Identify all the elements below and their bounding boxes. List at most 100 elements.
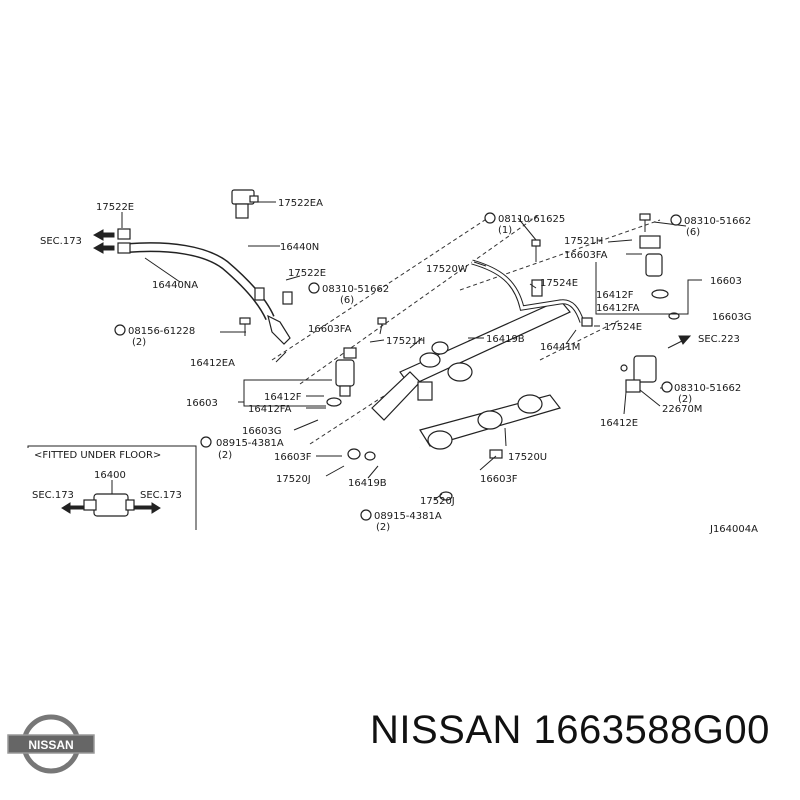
- part-number-label: 08110-61625: [498, 214, 565, 225]
- leader-line: [367, 465, 379, 479]
- part-label: 16412EA: [190, 358, 235, 369]
- part-label: 16441M: [540, 342, 580, 353]
- part-label: 16419B: [486, 334, 525, 345]
- quantity-label: (2): [218, 450, 232, 461]
- leader-line: [479, 455, 497, 471]
- leader-line: [369, 339, 385, 343]
- leader-line: [517, 217, 537, 241]
- part-number-label: 08915-4381A: [374, 511, 442, 522]
- part-number-label: 08310-51662: [674, 383, 741, 394]
- screw-symbol-icon: [670, 214, 682, 226]
- part-label: 17520J: [276, 474, 311, 485]
- arrow-shaft: [101, 232, 115, 238]
- leader-line: [144, 257, 181, 283]
- bolt-symbol-icon: [114, 324, 126, 336]
- part-label: 16419B: [348, 478, 387, 489]
- leader-line: [529, 283, 537, 289]
- part-label: 16412FA: [248, 404, 292, 415]
- dashed-guide: [459, 219, 661, 291]
- part-label: 16603: [186, 398, 218, 409]
- part-label: 16603G: [712, 312, 752, 323]
- dashed-guide: [299, 213, 541, 385]
- fuel-return-pipe: [471, 259, 593, 327]
- bolt-icon: [239, 317, 251, 336]
- dashed-guide: [539, 319, 621, 361]
- part-label: 16603G: [242, 426, 282, 437]
- pressure-regulator-part: [620, 355, 657, 393]
- screw-symbol-icon: [661, 381, 673, 393]
- part-label: 16603FA: [564, 250, 608, 261]
- fuel-hose-assembly: [117, 223, 295, 345]
- part-label: 16440NA: [152, 280, 198, 291]
- part-label: 16603FA: [308, 324, 352, 335]
- quantity-label: (2): [132, 337, 146, 348]
- washer-symbol-icon: [360, 509, 372, 521]
- part-label: 16412FA: [596, 303, 640, 314]
- part-number-label: 08310-51662: [684, 216, 751, 227]
- part-number-label: 08310-51662: [322, 284, 389, 295]
- part-label: 16440N: [280, 242, 319, 253]
- arrow-up-right-icon: [678, 335, 692, 345]
- part-label: 16412F: [264, 392, 302, 403]
- leader-line: [473, 261, 487, 267]
- part-label: 17520W: [426, 264, 468, 275]
- figure-code: J164004A: [709, 524, 758, 535]
- part-label: 17521H: [564, 236, 603, 247]
- group-bracket: [595, 262, 702, 315]
- leader-line: [639, 389, 661, 407]
- leader-line: [565, 329, 577, 345]
- arrow-shaft: [667, 339, 685, 349]
- leader-line: [504, 427, 507, 447]
- arrow-shaft: [101, 245, 115, 251]
- part-label: 16603F: [480, 474, 518, 485]
- arrow-shaft: [69, 505, 85, 510]
- leader-line: [653, 221, 687, 227]
- dashed-guide: [309, 339, 471, 445]
- part-label: 17522E: [96, 202, 134, 213]
- leader-line: [325, 465, 345, 477]
- washer-symbol-icon: [200, 436, 212, 448]
- group-bracket: [243, 379, 332, 407]
- part-title: NISSAN 1663588G00: [370, 708, 770, 752]
- fuel-filter-part: [83, 480, 135, 517]
- part-label: 17524E: [540, 278, 578, 289]
- inset-border: [27, 445, 197, 530]
- pressure-damper-part: [231, 189, 259, 219]
- part-number-label: 08915-4381A: [216, 438, 284, 449]
- section-ref-label: SEC.173: [140, 490, 182, 501]
- quantity-label: (2): [678, 394, 692, 405]
- leader-line: [607, 239, 633, 243]
- leader-line: [293, 419, 319, 431]
- fuel-injector-left: [326, 347, 357, 407]
- part-label: 16400: [94, 470, 126, 481]
- part-label: 17524E: [604, 322, 642, 333]
- part-label: 17520J: [420, 496, 455, 507]
- dashed-guide: [271, 213, 495, 361]
- screw-icon: [639, 213, 651, 232]
- section-ref-label: SEC.173: [40, 236, 82, 247]
- quantity-label: (6): [686, 227, 700, 238]
- fuel-injector-right: [639, 235, 680, 320]
- fuel-rail-upper: [371, 299, 571, 421]
- part-label: 16603F: [274, 452, 312, 463]
- leader-line: [409, 337, 423, 349]
- quantity-label: (6): [340, 295, 354, 306]
- quantity-label: (1): [498, 225, 512, 236]
- bolt-symbol-icon: [484, 212, 496, 224]
- section-ref-label: SEC.173: [32, 490, 74, 501]
- screw-symbol-icon: [308, 282, 320, 294]
- leader-line: [275, 351, 287, 363]
- arrow-left-icon: [61, 502, 71, 514]
- quantity-label: (2): [376, 522, 390, 533]
- part-label: 16412E: [600, 418, 638, 429]
- fuel-rail-lower: [347, 394, 562, 501]
- leader-line: [623, 391, 627, 415]
- leader-line: [433, 493, 443, 501]
- part-label: 16412F: [596, 290, 634, 301]
- logo-text: NISSAN: [28, 738, 73, 752]
- part-label: 17521H: [386, 336, 425, 347]
- inset-title: <FITTED UNDER FLOOR>: [34, 450, 161, 461]
- part-label: 17522EA: [278, 198, 323, 209]
- part-label: 22670M: [662, 404, 702, 415]
